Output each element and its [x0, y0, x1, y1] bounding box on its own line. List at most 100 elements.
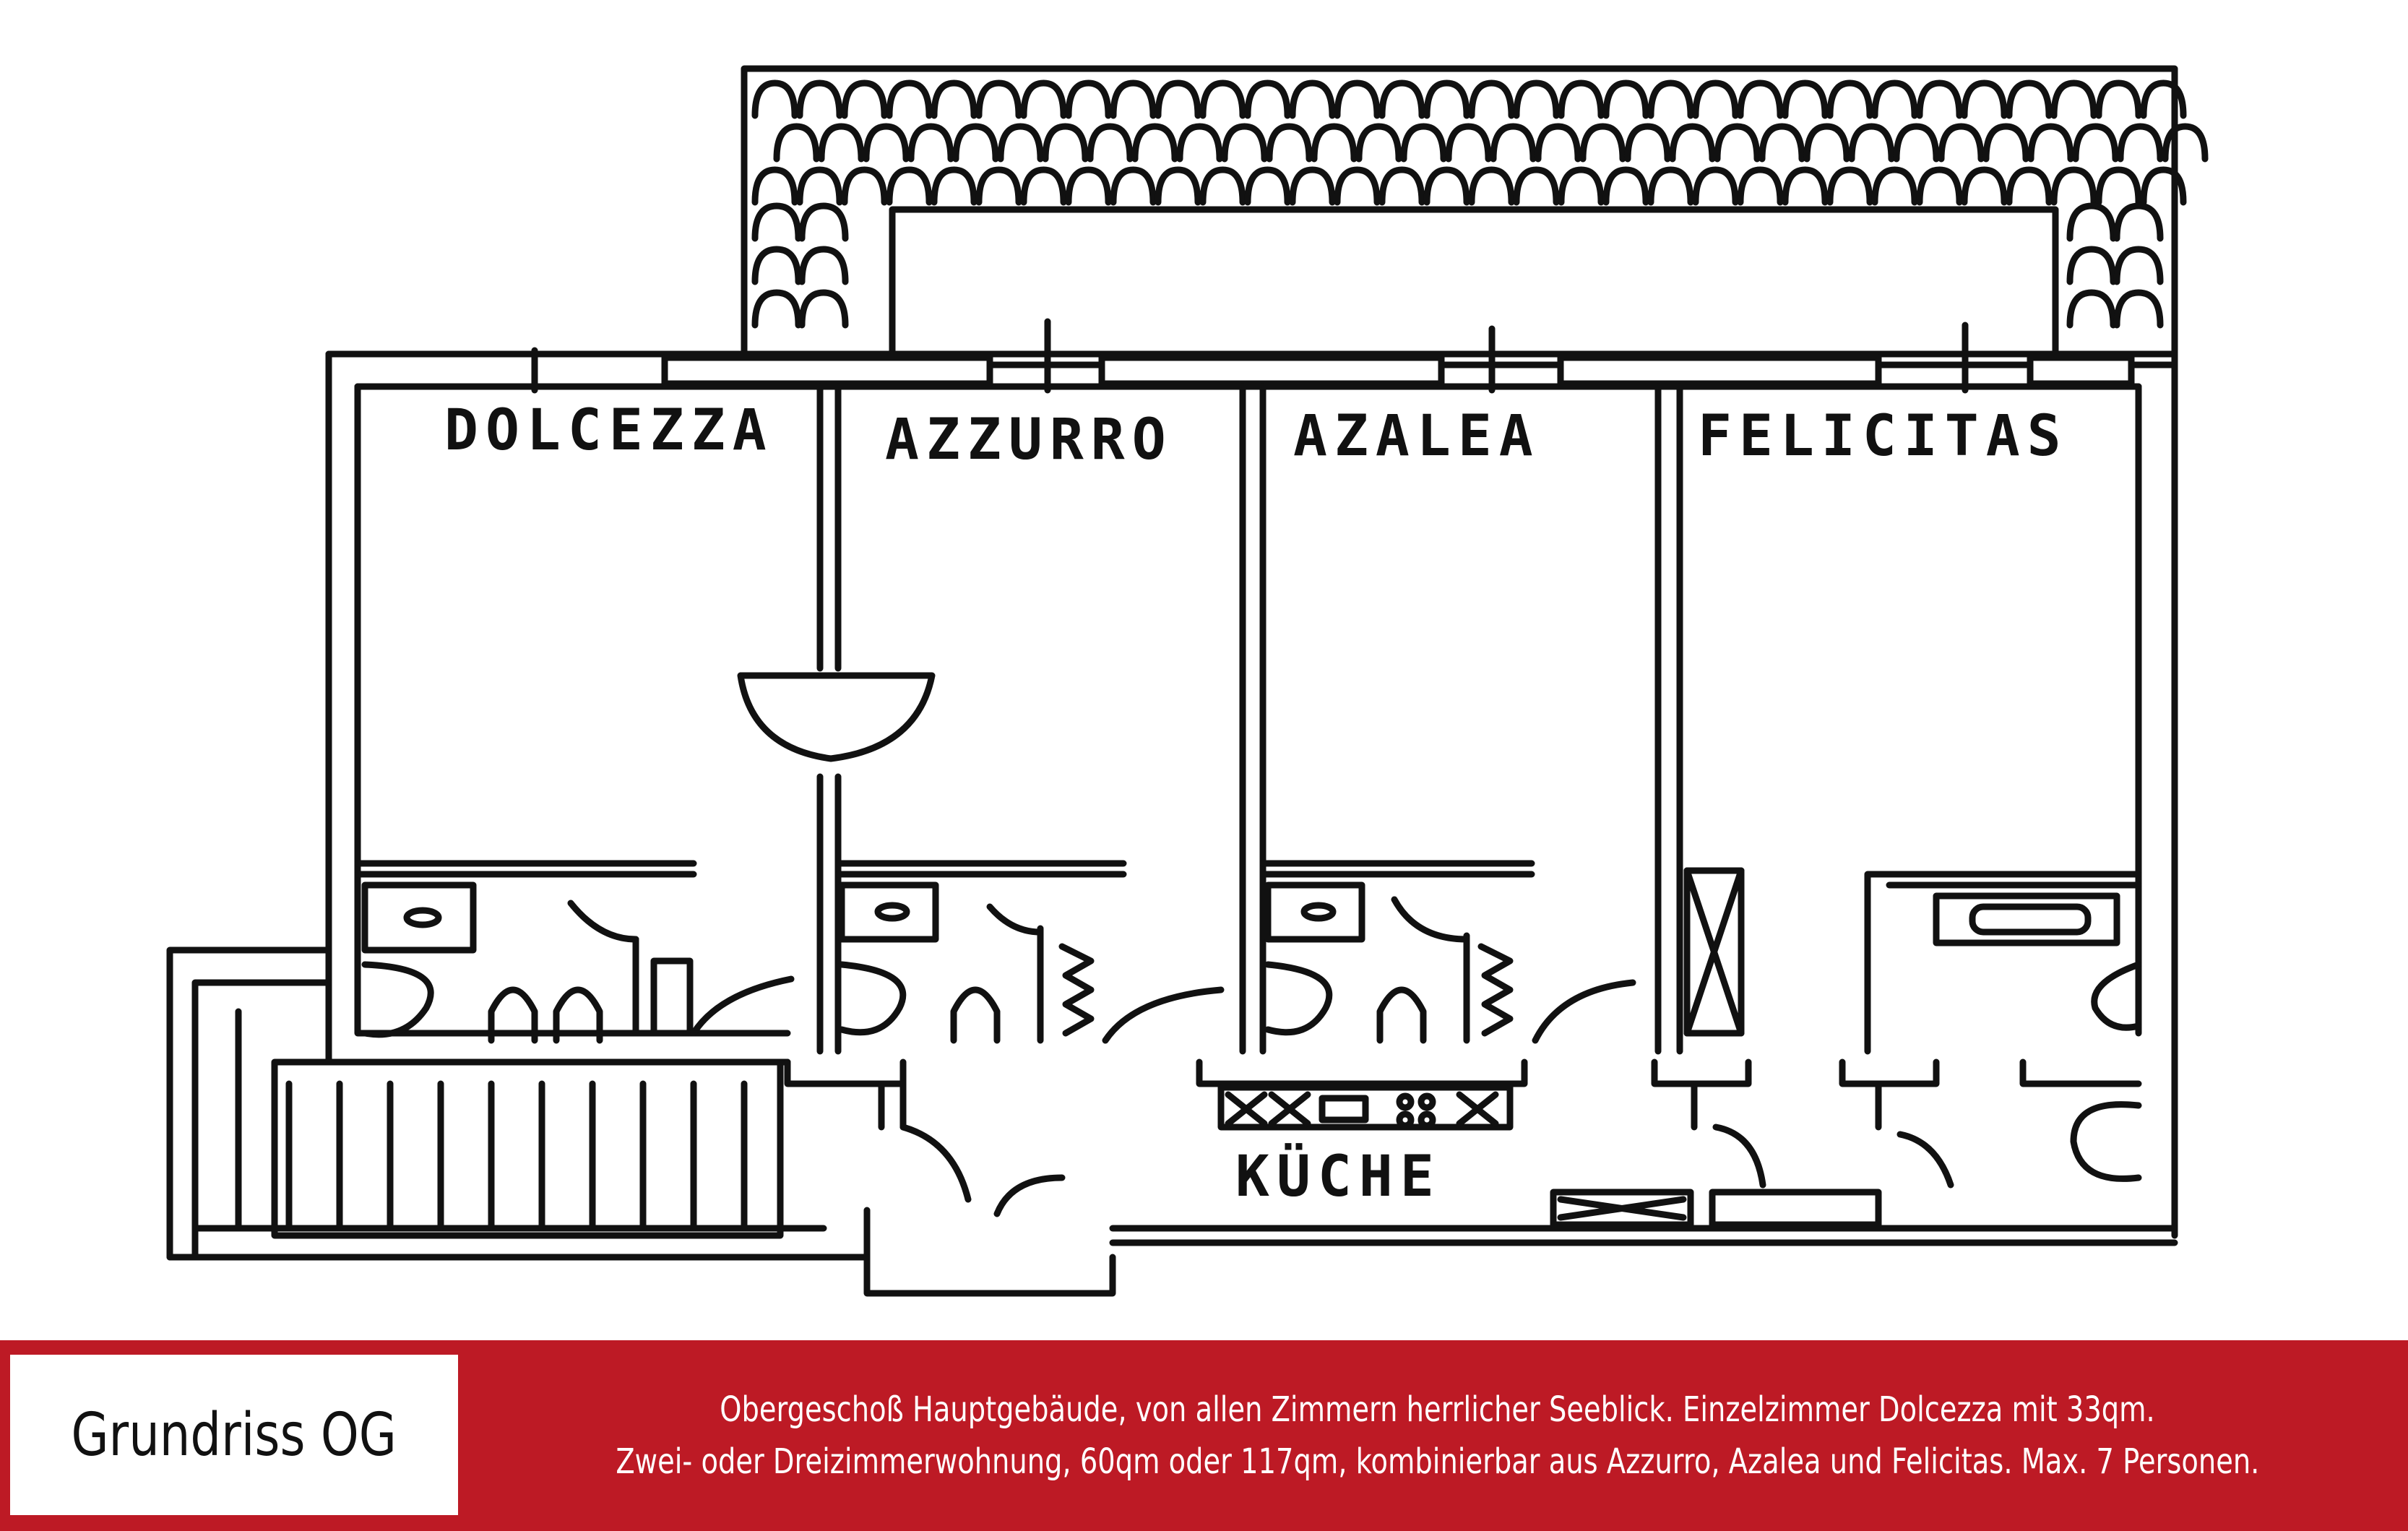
- roof-tile: [1737, 166, 1784, 206]
- roof-tile: [1803, 123, 1850, 163]
- roof-tile: [1558, 166, 1605, 206]
- roof-tile: [796, 166, 843, 206]
- roof-tile: [1445, 123, 1492, 163]
- roof-tile: [1669, 123, 1716, 163]
- roof-tile: [1131, 123, 1178, 163]
- roof-tile: [841, 166, 888, 206]
- roof-tile: [1176, 123, 1223, 163]
- roof-tile: [796, 79, 843, 119]
- roof-tile: [997, 123, 1044, 163]
- roof-tile: [1042, 123, 1089, 163]
- roof-tile: [1199, 79, 1246, 119]
- roof-tile: [1692, 79, 1739, 119]
- roof-tile: [975, 79, 1022, 119]
- roof-tile: [931, 79, 978, 119]
- hallway-and-kitchen: [166, 946, 2178, 1297]
- room-label-kitchen: KÜCHE: [1235, 1143, 1441, 1209]
- roof-tile: [2072, 123, 2119, 163]
- roof-tile: [798, 202, 849, 242]
- roof-tile: [798, 289, 849, 329]
- roof-tile: [1468, 166, 1515, 206]
- roof-tile: [907, 123, 954, 163]
- roof-tile: [751, 202, 802, 242]
- roof-tile: [1513, 79, 1560, 119]
- caption-line-1: Obergeschoß Hauptgebäude, von allen Zimm…: [720, 1389, 2156, 1430]
- roof-tile: [1423, 79, 1470, 119]
- partition-walls: [737, 383, 1683, 1055]
- caption-title: Grundriss OG: [71, 1400, 397, 1470]
- roof-tile: [1490, 123, 1537, 163]
- roof-tile: [1916, 79, 1963, 119]
- roof-tile: [1826, 79, 1873, 119]
- bathroom-azalea: [1259, 860, 1636, 1044]
- roof-tile: [1871, 166, 1918, 206]
- roof-tile: [773, 123, 820, 163]
- roof-tile: [1355, 123, 1402, 163]
- roof-tile: [2113, 202, 2164, 242]
- room-label-dolcezza: DOLCEZZA: [444, 398, 774, 463]
- roof-tile: [1378, 166, 1425, 206]
- roof-tile: [1758, 123, 1805, 163]
- roof-tile: [751, 246, 802, 285]
- caption-line-2: Zwei- oder Dreizimmerwohnung, 60qm oder …: [616, 1441, 2260, 1482]
- roof-tile: [2140, 166, 2187, 206]
- roof-tile: [1826, 166, 1873, 206]
- windows-top: [531, 318, 2135, 394]
- roof-tile: [1647, 166, 1694, 206]
- roof-tile: [1916, 166, 1963, 206]
- roof-tile: [1110, 166, 1157, 206]
- roof-tile: [1334, 166, 1381, 206]
- roof-tile: [1244, 79, 1291, 119]
- roof-tile: [1423, 166, 1470, 206]
- roof-tile: [1087, 123, 1134, 163]
- roof-tile: [1871, 79, 1918, 119]
- roof-tile: [1378, 79, 1425, 119]
- roof-tile: [1737, 79, 1784, 119]
- roof-tile: [1244, 166, 1291, 206]
- roof-tile: [2066, 246, 2117, 285]
- roof-tile: [841, 79, 888, 119]
- roof-tile: [952, 123, 999, 163]
- roof-tile: [1334, 79, 1381, 119]
- caption-bar: Grundriss OG Obergeschoß Hauptgebäude, v…: [0, 1340, 2408, 1531]
- roof-tile: [818, 123, 865, 163]
- roof-tile: [2050, 79, 2097, 119]
- bathroom-azzurro: [834, 860, 1225, 1044]
- roof-tile: [931, 166, 978, 206]
- roof-tile: [1714, 123, 1761, 163]
- roof-tile: [1020, 166, 1067, 206]
- roof-tile: [2066, 202, 2117, 242]
- roof-tile: [1468, 79, 1515, 119]
- roof-tile: [1579, 123, 1626, 163]
- roof-tile: [1848, 123, 1895, 163]
- roof-tile: [1647, 79, 1694, 119]
- roof-tile: [2006, 166, 2053, 206]
- roof-tile: [1400, 123, 1447, 163]
- roof-tile: [798, 246, 849, 285]
- roof-tile: [2066, 289, 2117, 329]
- roof-tile: [886, 166, 933, 206]
- roof-tile: [975, 166, 1022, 206]
- caption-description: Obergeschoß Hauptgebäude, von allen Zimm…: [477, 1340, 2399, 1531]
- roof-tile: [1289, 79, 1336, 119]
- bathroom-dolcezza: [354, 860, 795, 1044]
- roof-tile: [1782, 166, 1829, 206]
- roof-tile: [1782, 79, 1829, 119]
- roof-tile: [2027, 123, 2074, 163]
- roof-tile: [1065, 79, 1112, 119]
- room-label-azzurro: AZZURRO: [885, 407, 1173, 473]
- roof-tile: [1155, 166, 1201, 206]
- roof-tile: [1266, 123, 1313, 163]
- roof-tile: [1602, 166, 1649, 206]
- roof-tile: [1221, 123, 1268, 163]
- roof-tile: [2006, 79, 2053, 119]
- roof-tile: [751, 289, 802, 329]
- roof-tile: [2050, 166, 2097, 206]
- floor-plan-drawing: DOLCEZZA AZZURRO AZALEA FELICITAS KÜCHE: [166, 65, 2209, 1297]
- roof-tile: [1065, 166, 1112, 206]
- bathroom-felicitas: [1683, 867, 2142, 1182]
- roof-tile: [1020, 79, 1067, 119]
- roof-tile: [1513, 166, 1560, 206]
- roof-tile: [1692, 166, 1739, 206]
- roof-tile: [863, 123, 910, 163]
